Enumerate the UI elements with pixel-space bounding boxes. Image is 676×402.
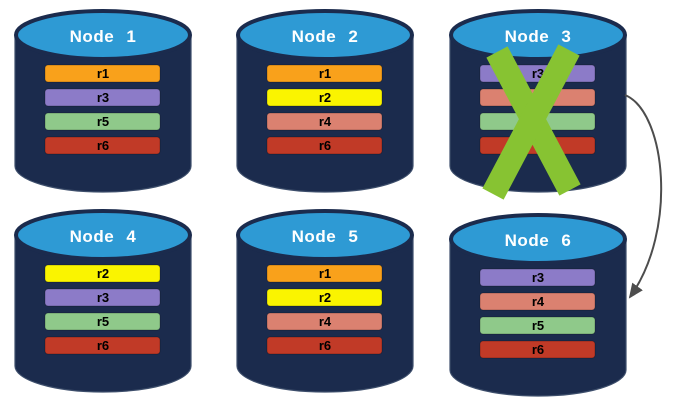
replica-bar: r2 <box>44 264 161 283</box>
replica-bar-label: r5 <box>97 314 109 329</box>
replica-bar: r1 <box>44 64 161 83</box>
replica-bar-rect <box>479 112 596 131</box>
replica-bar-rect <box>44 88 161 107</box>
replica-bar-label: r6 <box>97 338 109 353</box>
replica-bar: r1 <box>266 264 383 283</box>
cylinder-top <box>236 209 414 261</box>
node-5-cylinder: Node 5 r1 r2 r4 r6 <box>236 209 414 393</box>
replica-bar-rect <box>44 336 161 355</box>
replica-bar-label: r4 <box>319 314 332 329</box>
replica-bar-rect <box>44 312 161 331</box>
replica-bar-label: r2 <box>319 290 331 305</box>
replica-bar-label: r3 <box>97 90 109 105</box>
replica-bar-label: r4 <box>532 294 545 309</box>
replica-bar-rect <box>479 136 596 155</box>
replica-bar: r3 <box>479 64 596 83</box>
replica-bar-rect <box>44 288 161 307</box>
replica-bar-rect <box>479 268 596 287</box>
node-4-cylinder: Node 4 r2 r3 r5 r6 <box>14 209 192 393</box>
replication-arrow-path <box>624 94 663 299</box>
node-6-cylinder: Node 6 r3 r4 r5 r6 <box>449 213 627 397</box>
replica-bar-label: r6 <box>319 138 331 153</box>
replica-bar: r6 <box>479 340 596 359</box>
replica-bar-rect <box>479 88 596 107</box>
replica-bar-label: r3 <box>532 270 544 285</box>
replica-bar-rect <box>266 288 383 307</box>
replica-bar-label: r6 <box>532 342 544 357</box>
replica-bar: r6 <box>266 336 383 355</box>
replica-bar-label: r2 <box>97 266 109 281</box>
replica-bar: r3 <box>479 268 596 287</box>
replica-bar-rect <box>266 64 383 83</box>
replica-bar: r5 <box>479 316 596 335</box>
replica-bar: r6 <box>266 136 383 155</box>
replica-bar: r4 <box>266 112 383 131</box>
replica-bar: r6 <box>44 336 161 355</box>
cylinder-top <box>236 9 414 61</box>
replica-bar <box>479 136 596 155</box>
node-title: Node 1 <box>70 27 137 46</box>
node-1-cylinder: Node 1 r1 r3 r5 r6 <box>14 9 192 193</box>
node-title: Node 2 <box>292 27 359 46</box>
cylinder-top <box>14 209 192 261</box>
node-title: Node 4 <box>70 227 137 246</box>
replica-bar <box>479 88 596 107</box>
replica-bar: r2 <box>266 88 383 107</box>
node-title: Node 6 <box>505 231 572 250</box>
replica-bar-rect <box>44 264 161 283</box>
replica-bar-label: r2 <box>319 90 331 105</box>
node-title: Node 5 <box>292 227 359 246</box>
replica-bar-rect <box>479 340 596 359</box>
replica-bar-rect <box>479 316 596 335</box>
replica-bar-rect <box>266 112 383 131</box>
replica-bar-label: r6 <box>97 138 109 153</box>
replica-bar-rect <box>44 136 161 155</box>
node-3-cylinder: Node 3 r3 <box>449 9 627 193</box>
replica-bar-rect <box>266 312 383 331</box>
replica-bar: r6 <box>44 136 161 155</box>
replica-bar-rect <box>479 292 596 311</box>
replica-bar: r3 <box>44 88 161 107</box>
replica-bar: r4 <box>266 312 383 331</box>
replica-bar-label: r5 <box>97 114 109 129</box>
replica-bar-label: r3 <box>532 66 544 81</box>
replica-bar: r4 <box>479 292 596 311</box>
node-title: Node 3 <box>505 27 572 46</box>
replica-bar: r5 <box>44 112 161 131</box>
replica-bar-rect <box>266 136 383 155</box>
replica-bar: r1 <box>266 64 383 83</box>
replica-bar-label: r1 <box>319 266 331 281</box>
replica-bar-label: r3 <box>97 290 109 305</box>
replica-bar-rect <box>266 88 383 107</box>
replica-bar: r2 <box>266 288 383 307</box>
replica-bar-rect <box>44 112 161 131</box>
node-2-cylinder: Node 2 r1 r2 r4 r6 <box>236 9 414 193</box>
replica-bar-rect <box>44 64 161 83</box>
replica-bar <box>479 112 596 131</box>
replica-bar-label: r4 <box>319 114 332 129</box>
replica-bar-label: r5 <box>532 318 544 333</box>
replica-bar: r5 <box>44 312 161 331</box>
cylinder-top <box>14 9 192 61</box>
replica-bar-rect <box>266 336 383 355</box>
replica-bar-label: r1 <box>319 66 331 81</box>
replica-bar-label: r6 <box>319 338 331 353</box>
replica-bar-label: r1 <box>97 66 109 81</box>
replica-bar: r3 <box>44 288 161 307</box>
replica-bar-rect <box>266 264 383 283</box>
